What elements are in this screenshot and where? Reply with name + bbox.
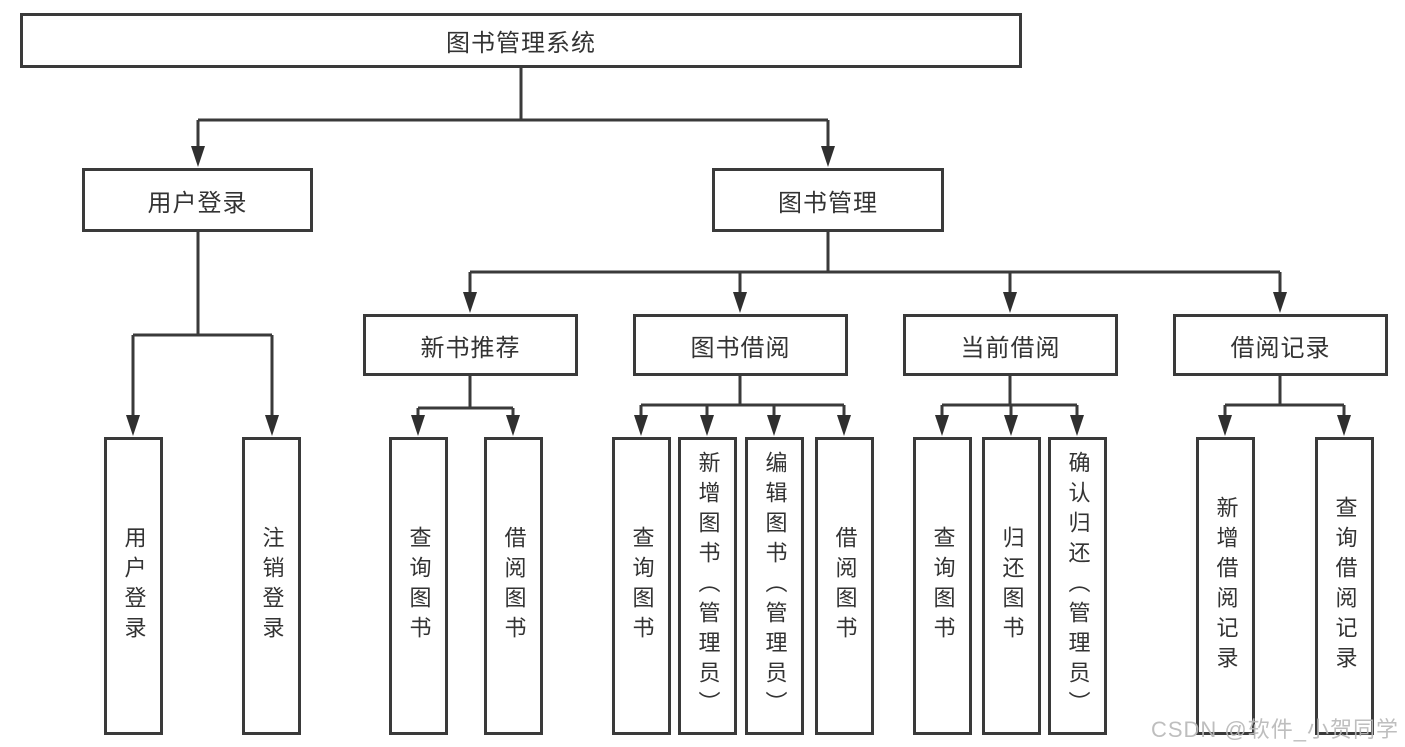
node-label: 用户登录 (147, 189, 248, 217)
node-label: 借阅图书 (501, 526, 527, 646)
leaf-node-add-borrow-record: 新增借阅记录 (1196, 437, 1255, 735)
node-label: 查询借阅记录 (1332, 496, 1358, 676)
leaf-node-user-login: 用户登录 (104, 437, 163, 735)
leaf-node-query-borrow-record: 查询借阅记录 (1315, 437, 1374, 735)
node-label: 新增图书（管理员） (695, 451, 721, 721)
node-label: 查询图书 (629, 526, 655, 646)
node-label: 图书管理系统 (446, 30, 596, 57)
node-label: 借阅图书 (832, 526, 858, 646)
leaf-node-edit-books-admin: 编辑图书（管理员） (745, 437, 804, 735)
arrowhead-icons (126, 146, 1351, 436)
node-label: 当前借阅 (960, 334, 1061, 362)
node-current-borrowing: 当前借阅 (903, 314, 1118, 376)
node-label: 新书推荐 (420, 334, 521, 362)
node-library-management-system: 图书管理系统 (20, 13, 1022, 68)
csdn-watermark: CSDN @软件_小贺同学 (1150, 717, 1399, 742)
node-label: 用户登录 (121, 526, 147, 646)
leaf-node-query-books-current: 查询图书 (913, 437, 972, 735)
node-label: 新增借阅记录 (1213, 496, 1239, 676)
node-user-login-branch: 用户登录 (82, 168, 313, 232)
leaf-node-borrow-books-recommend: 借阅图书 (484, 437, 543, 735)
leaf-node-query-books-borrowing: 查询图书 (612, 437, 671, 735)
node-label: 确认归还（管理员） (1065, 451, 1091, 721)
node-label: 查询图书 (930, 526, 956, 646)
node-label: 图书借阅 (690, 334, 791, 362)
leaf-node-confirm-return-admin: 确认归还（管理员） (1048, 437, 1107, 735)
node-borrowing-records: 借阅记录 (1173, 314, 1388, 376)
node-label: 归还图书 (999, 526, 1025, 646)
node-label: 查询图书 (406, 526, 432, 646)
node-book-management: 图书管理 (712, 168, 944, 232)
node-label: 图书管理 (778, 189, 878, 217)
node-book-borrowing: 图书借阅 (633, 314, 848, 376)
node-new-book-recommendation: 新书推荐 (363, 314, 578, 376)
node-label: 编辑图书（管理员） (762, 451, 788, 721)
leaf-node-add-books-admin: 新增图书（管理员） (678, 437, 737, 735)
leaf-node-borrow-books: 借阅图书 (815, 437, 874, 735)
node-label: 借阅记录 (1230, 334, 1331, 362)
leaf-node-query-books-recommend: 查询图书 (389, 437, 448, 735)
node-label: 注销登录 (259, 526, 285, 646)
leaf-node-return-books: 归还图书 (982, 437, 1041, 735)
leaf-node-logout: 注销登录 (242, 437, 301, 735)
